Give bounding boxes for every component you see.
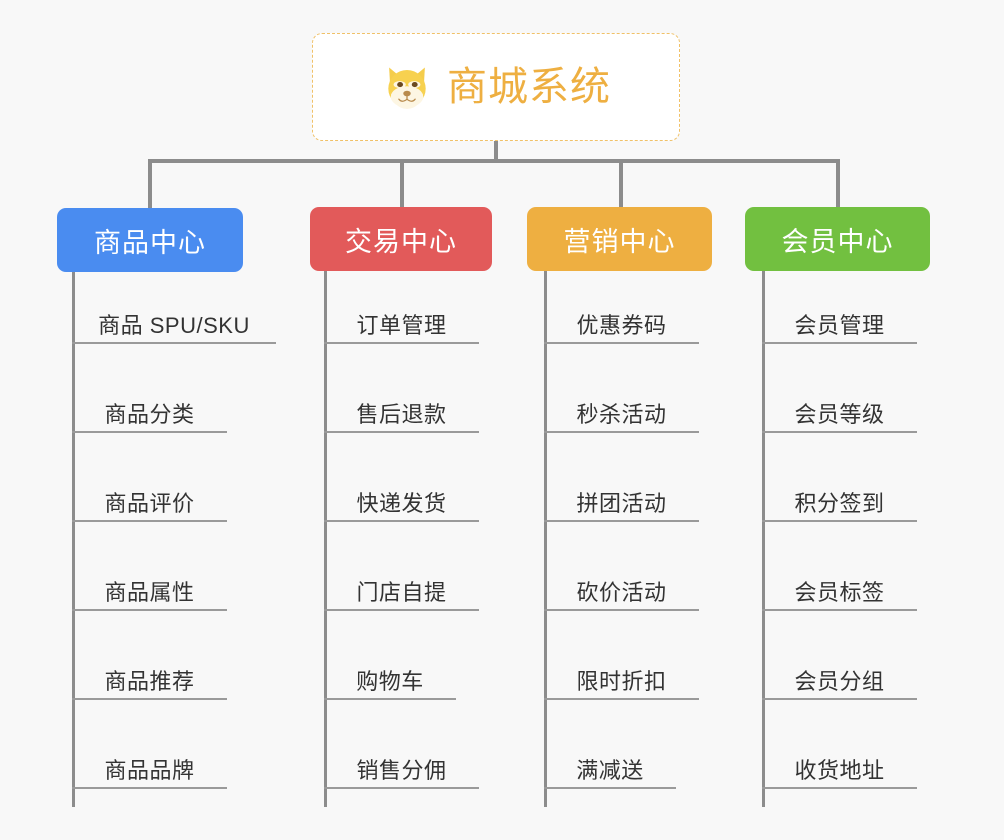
leaf-label: 秒杀活动 — [576, 401, 667, 427]
category-box-2[interactable]: 交易中心 — [310, 207, 492, 271]
leaf-label: 满减送 — [576, 757, 644, 783]
root-title: 商城系统 — [447, 65, 611, 109]
leaf-item[interactable]: 快递发货 — [324, 478, 479, 522]
leaf-label: 限时折扣 — [576, 668, 667, 694]
branch-trunk-3 — [544, 271, 547, 807]
leaf-item[interactable]: 门店自提 — [324, 567, 479, 611]
leaf-item[interactable]: 商品属性 — [72, 567, 227, 611]
category-title-4: 会员中心 — [781, 226, 894, 257]
category-title-1: 商品中心 — [94, 227, 206, 258]
leaf-label: 会员管理 — [794, 312, 885, 338]
leaf-item[interactable]: 商品推荐 — [72, 656, 227, 700]
leaf-item[interactable]: 商品分类 — [72, 389, 227, 433]
shiba-dog-face-icon — [381, 61, 433, 113]
leaf-item[interactable]: 订单管理 — [324, 300, 479, 344]
leaf-item[interactable]: 商品评价 — [72, 478, 227, 522]
leaf-item[interactable]: 拼团活动 — [544, 478, 699, 522]
connector-drop-4 — [836, 159, 840, 208]
branch-trunk-1 — [72, 272, 75, 807]
leaf-item[interactable]: 会员标签 — [762, 567, 917, 611]
leaf-item[interactable]: 积分签到 — [762, 478, 917, 522]
leaf-label: 会员标签 — [794, 579, 885, 605]
category-title-2: 交易中心 — [345, 226, 457, 257]
leaf-label: 商品分类 — [104, 401, 195, 427]
connector-drop-3 — [619, 159, 623, 208]
leaf-label: 积分签到 — [794, 490, 885, 516]
leaf-item[interactable]: 商品品牌 — [72, 745, 227, 789]
leaf-label: 拼团活动 — [576, 490, 667, 516]
leaf-item[interactable]: 收货地址 — [762, 745, 917, 789]
connector-drop-2 — [400, 159, 404, 208]
category-box-3[interactable]: 营销中心 — [527, 207, 712, 271]
leaf-item[interactable]: 砍价活动 — [544, 567, 699, 611]
connector-root-stem — [494, 141, 498, 162]
leaf-label: 快递发货 — [356, 490, 447, 516]
leaf-label: 商品属性 — [104, 579, 195, 605]
leaf-label: 会员等级 — [794, 401, 885, 427]
leaf-item[interactable]: 满减送 — [544, 745, 676, 789]
leaf-label: 优惠券码 — [576, 312, 667, 338]
leaf-label: 收货地址 — [794, 757, 885, 783]
leaf-item[interactable]: 秒杀活动 — [544, 389, 699, 433]
category-box-4[interactable]: 会员中心 — [745, 207, 930, 271]
branch-trunk-4 — [762, 271, 765, 807]
branch-trunk-2 — [324, 271, 327, 807]
leaf-label: 商品 SPU/SKU — [98, 312, 250, 338]
root-node[interactable]: 商城系统 — [312, 33, 680, 141]
leaf-item[interactable]: 会员管理 — [762, 300, 917, 344]
leaf-item[interactable]: 售后退款 — [324, 389, 479, 433]
leaf-item[interactable]: 商品 SPU/SKU — [72, 300, 276, 344]
connector-drop-1 — [148, 159, 152, 208]
leaf-item[interactable]: 限时折扣 — [544, 656, 699, 700]
leaf-label: 订单管理 — [356, 312, 447, 338]
connector-horizontal-bus — [148, 159, 838, 163]
leaf-item[interactable]: 销售分佣 — [324, 745, 479, 789]
leaf-label: 会员分组 — [794, 668, 885, 694]
leaf-label: 商品品牌 — [104, 757, 195, 783]
leaf-label: 销售分佣 — [356, 757, 447, 783]
leaf-label: 商品推荐 — [104, 668, 195, 694]
category-title-3: 营销中心 — [563, 226, 676, 257]
leaf-label: 商品评价 — [104, 490, 195, 516]
leaf-label: 购物车 — [356, 668, 424, 694]
leaf-label: 砍价活动 — [576, 579, 667, 605]
leaf-label: 门店自提 — [356, 579, 447, 605]
leaf-item[interactable]: 优惠券码 — [544, 300, 699, 344]
leaf-label: 售后退款 — [356, 401, 447, 427]
leaf-item[interactable]: 会员分组 — [762, 656, 917, 700]
leaf-item[interactable]: 会员等级 — [762, 389, 917, 433]
leaf-item[interactable]: 购物车 — [324, 656, 456, 700]
category-box-1[interactable]: 商品中心 — [57, 208, 243, 272]
